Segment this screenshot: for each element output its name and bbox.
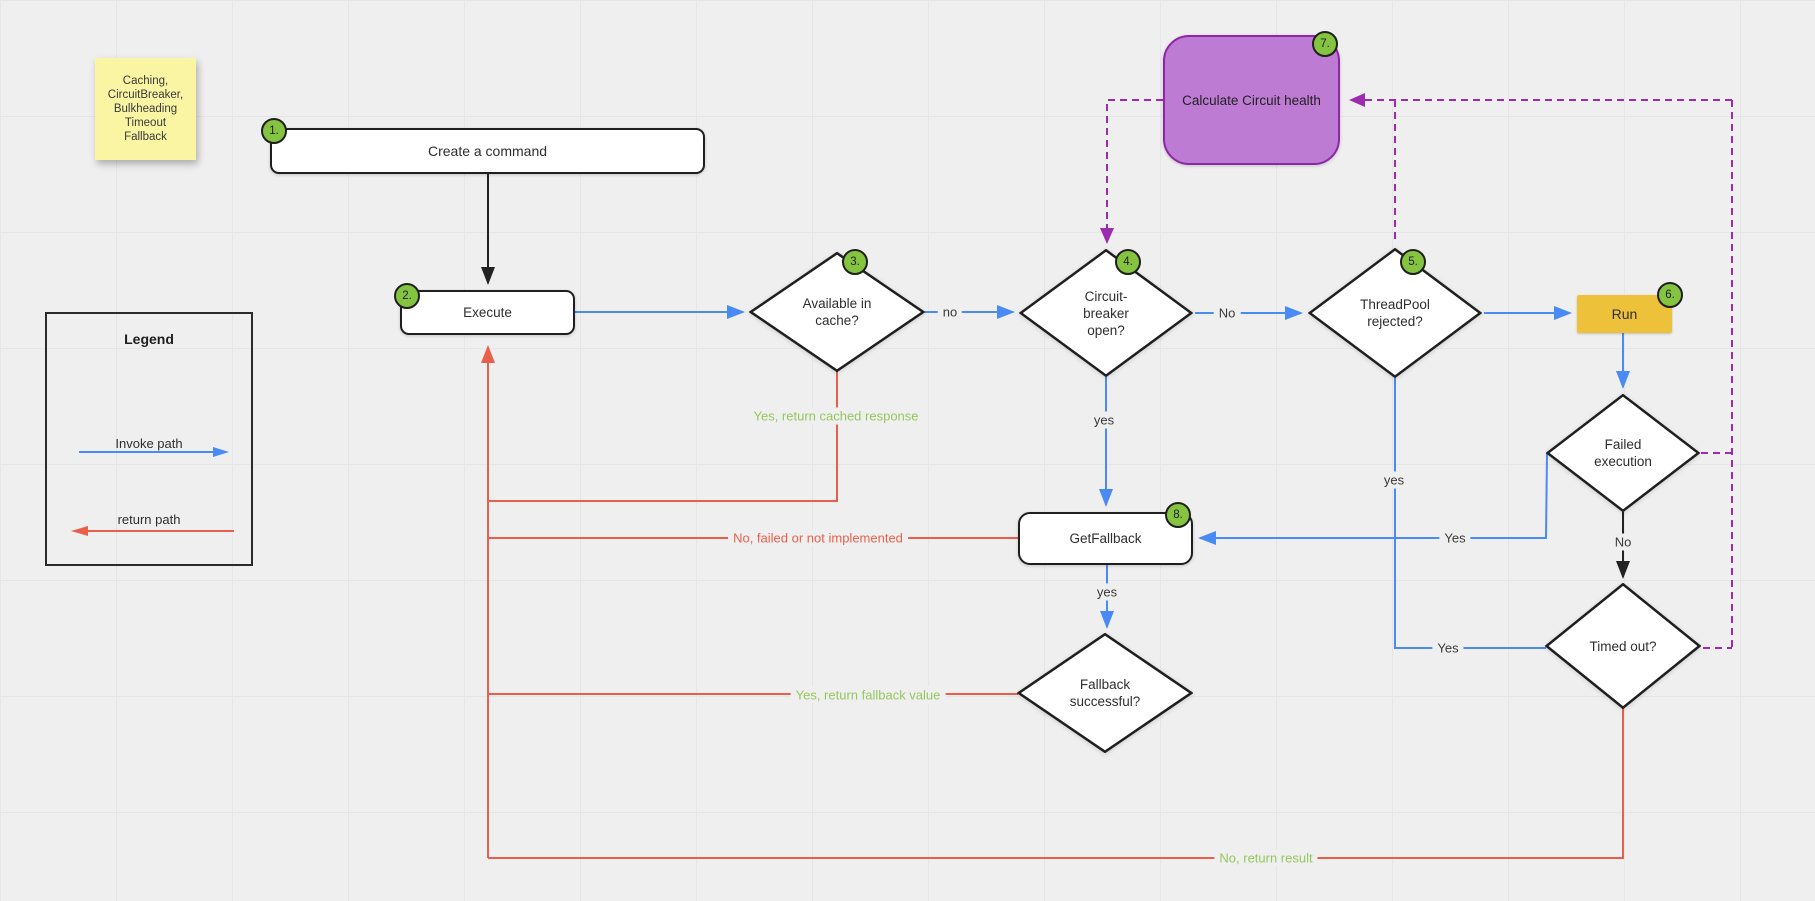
edge-health-to-circuit[interactable] — [1100, 99, 1163, 244]
node-label: Create a command — [427, 142, 548, 159]
step-badge-3: 3. — [842, 249, 868, 275]
node-timed-out[interactable]: Timed out? — [1545, 583, 1701, 709]
edge-label-return-fallback[interactable]: Yes, return fallback value — [790, 686, 946, 704]
legend-return-label: return path — [117, 512, 181, 527]
node-label: GetFallback — [1069, 531, 1142, 546]
edge-label-fallback-failed[interactable]: No, failed or not implemented — [728, 529, 908, 547]
invoke-path-arrow-icon — [79, 447, 229, 457]
node-label: Execute — [463, 305, 512, 320]
edge-threadpool-to-timedout[interactable] — [1394, 378, 1546, 649]
sticky-note-text: Caching, CircuitBreaker, Bulkheading Tim… — [107, 75, 184, 143]
step-badge-8: 8. — [1165, 502, 1191, 528]
edge-label-circuit-no[interactable]: No — [1213, 304, 1241, 322]
node-label: Run — [1611, 305, 1638, 322]
step-badge-5: 5. — [1400, 249, 1426, 275]
diamond-shape — [1545, 583, 1701, 709]
step-badge-4: 4. — [1115, 249, 1141, 275]
diamond-shape — [749, 252, 925, 372]
node-create-command[interactable]: 1. Create a command — [261, 118, 705, 174]
edge-label-circuit-yes[interactable]: yes — [1088, 411, 1120, 429]
edge-label-return-result[interactable]: No, return result — [1214, 849, 1318, 867]
node-label: Timed out? — [1589, 638, 1657, 654]
edge-label-threadpool-yes[interactable]: yes — [1378, 471, 1410, 489]
edge-label-failed-no[interactable]: No — [1609, 533, 1637, 551]
diamond-shape — [1308, 248, 1482, 378]
edge-failed-to-getfallback[interactable] — [1198, 452, 1548, 545]
diamond-shape — [1546, 394, 1700, 512]
edge-label-return-cached[interactable]: Yes, return cached response — [748, 407, 924, 425]
diamond-shape — [1017, 633, 1193, 753]
sticky-note[interactable]: Caching, CircuitBreaker, Bulkheading Tim… — [95, 58, 196, 160]
step-badge-6: 6. — [1657, 282, 1683, 308]
edge-label-getfallback-yes[interactable]: yes — [1091, 583, 1123, 601]
diamond-shape — [1019, 249, 1193, 377]
edge-label-cache-no[interactable]: no — [937, 303, 963, 321]
edge-label-timedout-entry-yes[interactable]: Yes — [1432, 639, 1464, 657]
node-run[interactable]: 6. Run — [1577, 282, 1683, 333]
step-badge-7: 7. — [1312, 31, 1338, 57]
legend-box[interactable]: Legend Invoke path return path — [45, 312, 253, 566]
node-get-fallback[interactable]: 8. GetFallback — [1018, 502, 1193, 565]
node-execute[interactable]: 2. Execute — [394, 283, 575, 335]
edge-label-failed-yes[interactable]: Yes — [1439, 529, 1471, 547]
edge-return-cached[interactable] — [488, 370, 838, 502]
return-path-arrow-icon — [71, 526, 234, 536]
legend-title: Legend — [124, 331, 174, 347]
step-badge-2: 2. — [394, 283, 420, 309]
node-label: Calculate Circuit health — [1182, 92, 1321, 108]
legend-invoke-label: Invoke path — [115, 436, 183, 451]
node-calculate-circuit-health[interactable]: 7. Calculate Circuit health — [1163, 31, 1340, 165]
step-badge-1: 1. — [261, 118, 287, 144]
